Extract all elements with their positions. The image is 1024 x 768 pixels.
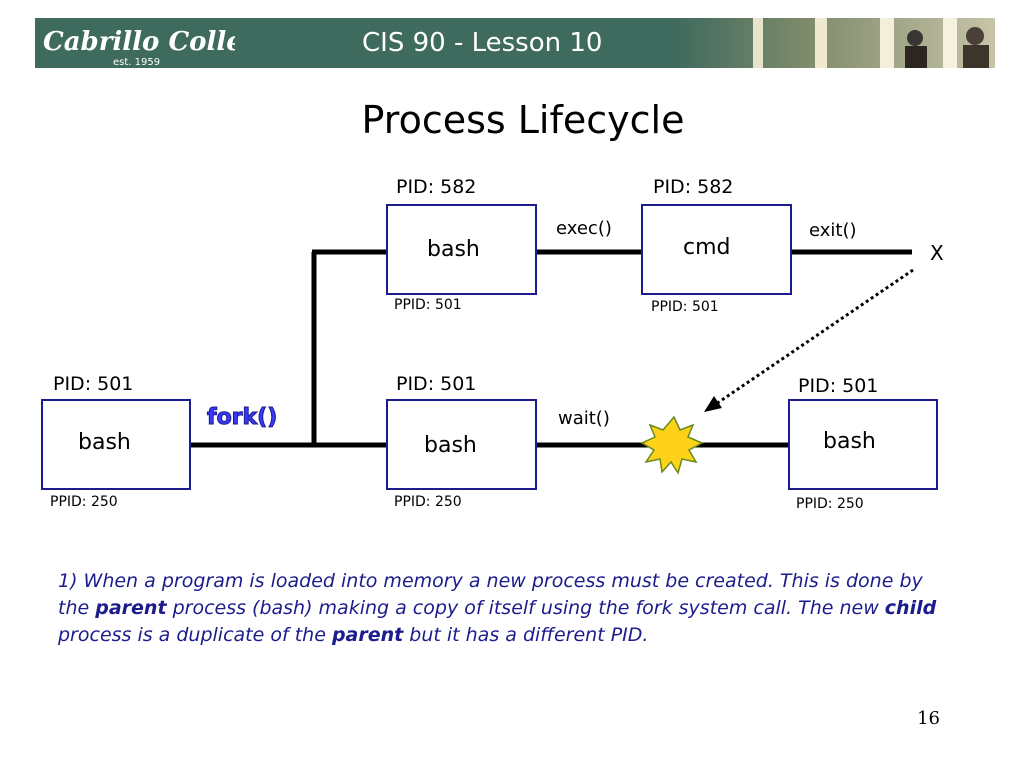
slide-title: Process Lifecycle	[361, 98, 685, 142]
parent-pid: PID: 501	[53, 373, 134, 395]
resumed-parent-ppid: PPID: 250	[796, 496, 864, 512]
process-label-waiting-parent: bash	[424, 433, 477, 458]
page-number: 16	[917, 708, 940, 729]
starburst-icon	[640, 415, 704, 475]
cabrillo-college-logo: Cabrillo College est. 1959	[35, 18, 235, 68]
exit-signal-arrowhead	[704, 396, 722, 412]
campus-photo	[675, 18, 995, 68]
cmd-ppid: PPID: 501	[651, 299, 719, 315]
note-text-4: but it has a different PID.	[403, 624, 649, 646]
note-bold-parent-2: parent	[331, 624, 404, 646]
process-label-resumed-parent: bash	[823, 429, 876, 454]
waiting-parent-ppid: PPID: 250	[394, 494, 462, 510]
waiting-parent-pid: PID: 501	[396, 373, 477, 395]
header-banner: Cabrillo College est. 1959 CIS 90 - Less…	[35, 18, 995, 68]
fork-call-label: fork()	[206, 405, 278, 431]
process-label-cmd: cmd	[683, 235, 731, 260]
exit-call-label: exit()	[809, 220, 857, 241]
resumed-parent-pid: PID: 501	[798, 375, 879, 397]
note-bold-parent: parent	[95, 597, 167, 619]
child-ppid: PPID: 501	[394, 297, 462, 313]
process-box-parent	[41, 399, 191, 490]
parent-ppid: PPID: 250	[50, 494, 118, 510]
process-box-cmd	[641, 204, 792, 295]
process-label-child: bash	[427, 237, 480, 262]
note-text-1: 1) When a program is loaded into memory …	[58, 570, 923, 619]
svg-text:est. 1959: est. 1959	[113, 57, 160, 68]
process-label-parent: bash	[78, 430, 131, 455]
child-pid: PID: 582	[396, 176, 477, 198]
course-title: CIS 90 - Lesson 10	[362, 28, 603, 58]
note-bold-child: child	[884, 597, 937, 619]
note-text-2: process (bash) making a copy of itself u…	[166, 597, 885, 619]
note-text-3: process is a duplicate of the	[58, 624, 332, 646]
cmd-pid: PID: 582	[653, 176, 734, 198]
process-box-child	[386, 204, 537, 295]
exit-signal-arrow	[715, 268, 914, 406]
svg-text:Cabrillo College: Cabrillo College	[43, 27, 235, 57]
process-end-marker: X	[930, 241, 944, 265]
explanation-note: 1) When a program is loaded into memory …	[58, 568, 958, 649]
wait-call-label: wait()	[558, 408, 610, 429]
process-box-waiting-parent	[386, 399, 537, 490]
process-box-resumed-parent	[788, 399, 938, 490]
exec-call-label: exec()	[556, 218, 612, 239]
